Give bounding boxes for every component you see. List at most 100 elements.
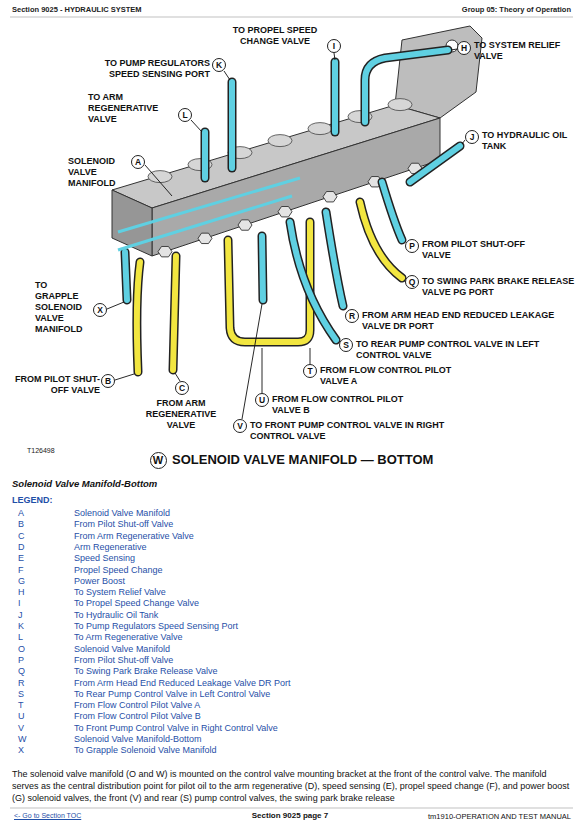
legend-key: F: [18, 565, 58, 576]
legend-text: To Arm Regenerative Valve: [74, 632, 554, 643]
callout-letter: J: [465, 130, 479, 144]
callout-letter-text: K: [216, 61, 222, 70]
legend-key: B: [18, 519, 58, 530]
callout-letter-text: Q: [409, 278, 416, 287]
callout-letter: B: [101, 374, 115, 388]
callout-letter: S: [339, 338, 353, 352]
callout-letter-text: B: [105, 377, 111, 386]
callout-label: TO PROPEL SPEED CHANGE VALVE: [228, 25, 322, 47]
legend-key: S: [18, 689, 58, 700]
callout-label: TO ARM REGENERATIVE VALVE: [88, 92, 176, 125]
callout-letter-text: V: [237, 422, 243, 431]
callout-letter: L: [178, 108, 192, 122]
legend-text: To Hydraulic Oil Tank: [74, 610, 554, 621]
legend-key: R: [18, 678, 58, 689]
callout-letter: A: [131, 155, 145, 169]
callout-label: TO FRONT PUMP CONTROL VALVE IN RIGHT CON…: [250, 420, 465, 442]
legend-text: From Pilot Shut-off Valve: [74, 655, 554, 666]
callout-label: TO HYDRAULIC OIL TANK: [482, 130, 577, 152]
legend-text: From Arm Regenerative Valve: [74, 531, 554, 542]
callout-letter-text: S: [343, 341, 349, 350]
callout-label: FROM ARM REGENERATIVE VALVE: [136, 398, 226, 431]
legend-key: L: [18, 632, 58, 643]
callout-label: TO PUMP REGULATORS SPEED SENSING PORT: [76, 58, 210, 80]
legend-key: H: [18, 587, 58, 598]
footer-rule: [10, 808, 573, 809]
callout-label: FROM FLOW CONTROL PILOT VALVE B: [272, 394, 422, 416]
callout-label: SOLENOID VALVE MANIFOLD: [68, 156, 126, 189]
callout-letter-text: X: [97, 306, 103, 315]
legend-key: U: [18, 711, 58, 722]
figure-number: T126498: [27, 447, 87, 454]
legend-text: From Arm Head End Reduced Leakage Valve …: [74, 678, 554, 689]
legend-key: W: [18, 734, 58, 745]
legend-text: Solenoid Valve Manifold-Bottom: [74, 734, 554, 745]
legend-heading: LEGEND:: [12, 495, 112, 505]
legend-key: Q: [18, 666, 58, 677]
body-text: The solenoid valve manifold (O and W) is…: [12, 768, 572, 804]
callout-letter: T: [303, 364, 317, 378]
callout-letter-text: P: [409, 242, 415, 251]
legend-text: To Front Pump Control Valve in Right Con…: [74, 723, 554, 734]
legend-key: E: [18, 553, 58, 564]
callout-letter: K: [212, 58, 226, 72]
callout-letter: U: [255, 393, 269, 407]
callout-letter: C: [175, 381, 189, 395]
legend-text: From Flow Control Pilot Valve A: [74, 700, 554, 711]
group-header: Group 05: Theory of Operation: [300, 5, 571, 14]
callout-label: TO SYSTEM RELIEF VALVE: [474, 40, 574, 62]
legend-text: Arm Regenerative: [74, 542, 554, 553]
legend-text: To Rear Pump Control Valve in Left Contr…: [74, 689, 554, 700]
legend-key: V: [18, 723, 58, 734]
callout-letter: W: [150, 452, 167, 469]
callout-label: FROM FLOW CONTROL PILOT VALVE A: [320, 365, 470, 387]
callout-label: FROM PILOT SHUT-OFF VALVE: [422, 239, 532, 261]
callout-label: TO SWING PARK BRAKE RELEASE VALVE PG POR…: [422, 276, 577, 298]
legend-text: Solenoid Valve Manifold: [74, 644, 554, 655]
figure-caption: SOLENOID VALVE MANIFOLD — BOTTOM: [172, 452, 492, 467]
legend-key: G: [18, 576, 58, 587]
toc-link: <- Go to Section TOC: [14, 812, 164, 819]
callout-letter-text: H: [461, 44, 467, 53]
callout-letter-text: C: [179, 384, 185, 393]
callout-label: TO REAR PUMP CONTROL VALVE IN LEFT CONTR…: [356, 339, 562, 361]
callout-letter: V: [233, 419, 247, 433]
callout-letter: P: [405, 239, 419, 253]
legend-text: Propel Speed Change: [74, 565, 554, 576]
legend-key: C: [18, 531, 58, 542]
legend-key: A: [18, 508, 58, 519]
legend-text: From Flow Control Pilot Valve B: [74, 711, 554, 722]
callout-label: TO GRAPPLE SOLENOID VALVE MANIFOLD: [35, 280, 87, 335]
manual-name: tm1910-OPERATION AND TEST MANUAL: [330, 812, 571, 821]
callout-letter-text: W: [153, 455, 163, 466]
callout-letter-text: A: [135, 158, 141, 167]
pilot-rods: [118, 178, 300, 250]
callout-letter: H: [457, 41, 471, 55]
legend-key: J: [18, 610, 58, 621]
callout-letter-text: R: [349, 312, 355, 321]
callout-letter: I: [327, 39, 341, 53]
legend-text: From Pilot Shut-off Valve: [74, 519, 554, 530]
legend-key: P: [18, 655, 58, 666]
legend-text: Solenoid Valve Manifold: [74, 508, 554, 519]
legend-text: To Propel Speed Change Valve: [74, 598, 554, 609]
callout-label: FROM ARM HEAD END REDUCED LEAKAGE VALVE …: [362, 310, 574, 332]
section-header: Section 9025 - HYDRAULIC SYSTEM: [12, 5, 272, 14]
callout-letter-text: U: [259, 396, 265, 405]
legend-key: O: [18, 644, 58, 655]
callout-letter-text: L: [182, 111, 187, 120]
legend-key: I: [18, 598, 58, 609]
header-rule: [10, 17, 573, 18]
legend-text: To Pump Regulators Speed Sensing Port: [74, 621, 554, 632]
legend-text: Speed Sensing: [74, 553, 554, 564]
callout-letter-text: T: [307, 367, 312, 376]
leader-lines: [107, 49, 465, 419]
callout-label: FROM PILOT SHUT-OFF VALVE: [6, 374, 100, 396]
callout-letter: X: [93, 303, 107, 317]
legend-key: D: [18, 542, 58, 553]
legend-text: To Swing Park Brake Release Valve: [74, 666, 554, 677]
legend-key: X: [18, 745, 58, 756]
legend-key: T: [18, 700, 58, 711]
legend-text: To Grapple Solenoid Valve Manifold: [74, 745, 554, 756]
callout-letter-text: J: [470, 133, 475, 142]
